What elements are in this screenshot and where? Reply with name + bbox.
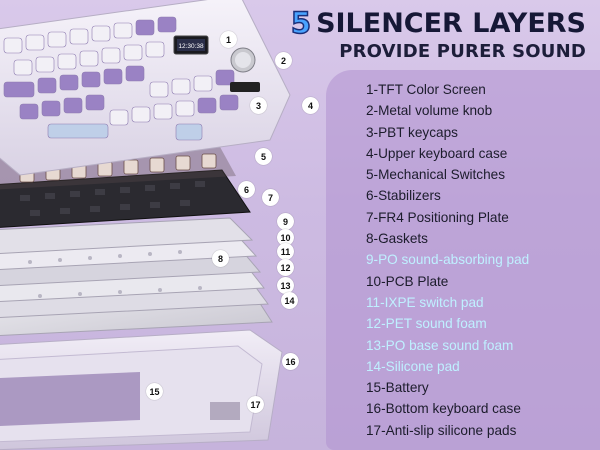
upper-case-and-keycaps: 12:30:38	[0, 0, 291, 176]
parts-list-item: 6-Stabilizers	[366, 188, 441, 204]
tft-screen-time: 12:30:38	[178, 43, 204, 50]
parts-list-item: 1-TFT Color Screen	[366, 82, 486, 97]
callout-10: 10	[277, 229, 294, 246]
parts-list-item: 17-Anti-slip silicone pads	[366, 422, 517, 438]
parts-list-item: 12-PET sound foam	[366, 316, 487, 332]
parts-list-panel	[326, 70, 600, 450]
bottom-case-layer	[0, 329, 283, 450]
callout-5: 5	[255, 148, 272, 165]
parts-list-item: 5-Mechanical Switches	[366, 167, 506, 183]
exploded-keyboard-illustration: 12:30:38	[0, 0, 291, 450]
callout-13: 13	[277, 277, 294, 294]
callout-4: 4	[302, 97, 319, 114]
parts-list-item: 14-Silicone pad	[366, 358, 460, 374]
parts-list-item: 2-Metal volume knob	[366, 103, 493, 119]
parts-list: 1-TFT Color Screen 2-Metal volume knob 3…	[366, 79, 529, 441]
parts-list-item: 3-PBT keycaps	[366, 124, 458, 140]
callout-2: 2	[275, 52, 292, 69]
parts-list-item: 9-PO sound-absorbing pad	[366, 252, 530, 268]
callout-15: 15	[146, 383, 163, 400]
parts-list-item: 4-Upper keyboard case	[366, 145, 508, 161]
callout-1: 1	[220, 31, 237, 48]
callout-8: 8	[212, 250, 229, 267]
parts-list-item: 8-Gaskets	[366, 231, 428, 247]
parts-list-item: 15-Battery	[366, 380, 429, 396]
callout-6: 6	[238, 181, 255, 198]
callout-16: 16	[282, 353, 299, 370]
callout-17: 17	[247, 396, 264, 413]
parts-list-item: 10-PCB Plate	[366, 273, 449, 289]
parts-list-item: 7-FR4 Positioning Plate	[366, 209, 509, 225]
headline-number: 5	[290, 5, 312, 41]
callout-7: 7	[262, 189, 279, 206]
positioning-plate-layer	[0, 169, 251, 228]
parts-list-item: 11-IXPE switch pad	[366, 294, 484, 310]
callout-3: 3	[250, 97, 267, 114]
callout-9: 9	[277, 213, 294, 230]
callout-11: 11	[277, 243, 294, 260]
callout-14: 14	[281, 292, 298, 309]
headline: 5 SILENCER LAYERS PROVIDE PURER SOUND	[290, 5, 586, 62]
headline-title: SILENCER LAYERS	[316, 7, 586, 39]
foam-pad-stack	[0, 217, 273, 337]
parts-list-item: 13-PO base sound foam	[366, 337, 514, 353]
callout-12: 12	[277, 259, 294, 276]
parts-list-item: 16-Bottom keyboard case	[366, 401, 521, 417]
headline-subtitle: PROVIDE PURER SOUND	[339, 41, 586, 62]
